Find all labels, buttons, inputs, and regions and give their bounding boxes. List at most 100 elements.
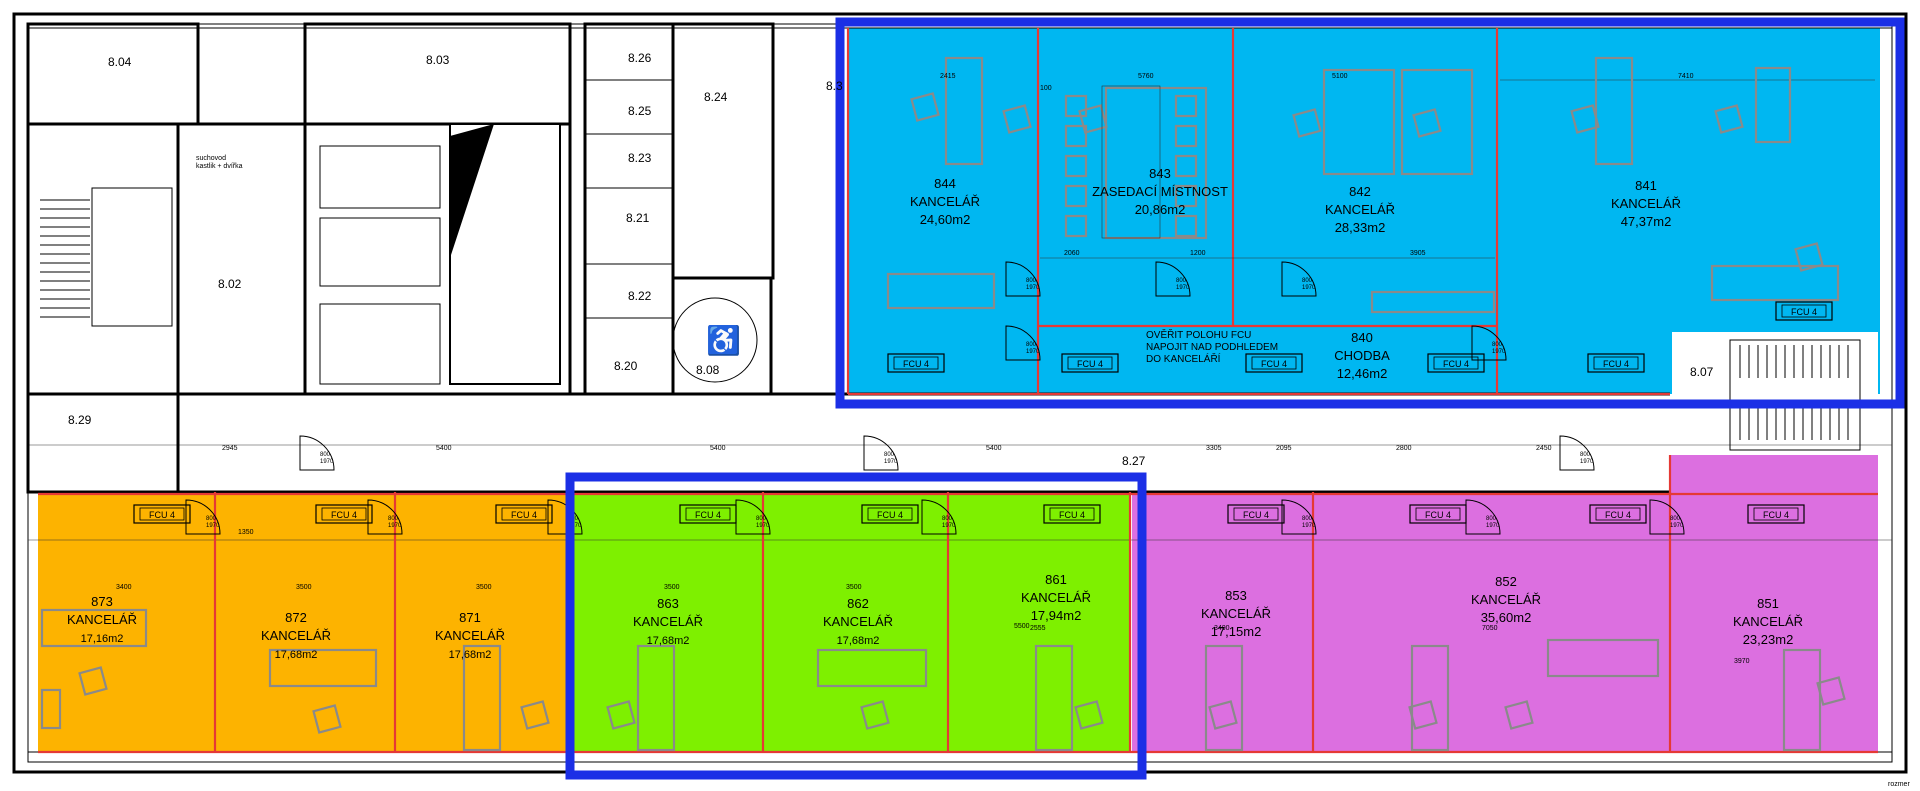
shaft-void [449,123,561,385]
chair [1174,184,1198,208]
core-room-label: 8.29 [68,413,92,427]
chair [520,700,550,730]
core-room-label: 8.3 [826,79,843,93]
core-room-label: 8.23 [628,151,652,165]
zone-orange [38,494,568,752]
room-area: 17,16m2 [81,633,124,645]
room-name: KANCELÁŘ [1021,590,1091,605]
door-label: 1970 [1492,349,1506,355]
room-area: 17,15m2 [1211,624,1262,639]
room-number: 852 [1495,574,1517,589]
door-label: 1970 [1670,523,1684,529]
dimension-label: 3400 [116,584,132,591]
core-room-label: 8.03 [426,53,450,67]
north-partitions [846,28,1875,396]
dimension-label: 3400 [1214,625,1230,632]
room-name: KANCELÁŘ [633,614,703,629]
chair [1714,104,1744,134]
door-label: 800 [756,516,767,522]
desk [1034,644,1074,752]
dimension-label: 3500 [476,584,492,591]
stair-treads [40,199,90,318]
chair [1412,108,1442,138]
room-number: 851 [1757,596,1779,611]
fcu-label: FCU 4 [149,510,175,520]
core-room-label: 8.26 [628,51,652,65]
fcu-unit: FCU 4 [1587,353,1645,373]
dimension-label: 7410 [1678,73,1694,80]
lift-car-1 [319,145,441,209]
door-label: 1970 [1486,523,1500,529]
chair [1292,108,1322,138]
door-label: 800 [1302,278,1313,284]
door-label: 1970 [1302,285,1316,291]
door-label: 1970 [320,459,334,465]
fcu-unit: FCU 4 [1775,301,1833,321]
door-label: 1970 [884,459,898,465]
door-label: 1970 [1026,349,1040,355]
room-name: KANCELÁŘ [1733,614,1803,629]
desk [40,608,148,648]
lift-car-2 [319,217,441,287]
highlight-north-block [835,17,1905,409]
lift-car-3 [319,303,441,385]
core-room-label: 8.24 [704,90,728,104]
dimension-labels: 2945 5400 5400 5400 3305 2095 2800 2450 … [116,73,1750,665]
fcu-label: FCU 4 [903,359,929,369]
desk [268,648,378,688]
fcu-unit: FCU 4 [887,353,945,373]
fcu-unit: FCU 4 [495,504,553,524]
chair [1064,94,1088,118]
door-label: 800 [1176,278,1187,284]
room-labels: 844 KANCELÁŘ 24,60m2 843 ZASEDACÍ MÍSTNO… [67,166,1803,661]
door-label: 800 [206,516,217,522]
fcu-label: FCU 4 [1243,510,1269,520]
door-label: 800 [1580,452,1591,458]
door-label: 800 [1670,516,1681,522]
fcu-note: OVĚŘIT POLOHU FCU NAPOJIT NAD PODHLEDEM … [1146,328,1278,365]
fcu-unit: FCU 4 [1227,504,1285,524]
desk [1594,56,1634,166]
stair-treads-8-07 [1739,345,1849,440]
door-label: 800 [884,452,895,458]
dimension-label: 2415 [940,73,956,80]
core-room-label: 8.27 [1122,454,1146,468]
dimension-label: 2060 [1064,250,1080,257]
core-room-label: 8.08 [696,363,720,377]
desk [40,688,62,730]
dimension-label: 3500 [846,584,862,591]
chair [1064,154,1088,178]
door-label: 1970 [568,523,582,529]
dimension-label: 2555 [1030,625,1046,632]
chair [1570,104,1600,134]
room-area: 17,94m2 [1031,608,1082,623]
wheelchair-icon: ♿ [706,324,741,357]
fcu-label: FCU 4 [695,510,721,520]
core-room-label: 8.04 [108,55,132,69]
door-label: 800 [320,452,331,458]
stair-flight [91,187,173,327]
core-room-label: 8.20 [614,359,638,373]
chair [78,666,108,696]
room-name: KANCELÁŘ [1201,606,1271,621]
dimension-label: 1350 [238,529,254,536]
room-8-24-walls [671,22,775,280]
fcu-note-line: DO KANCELÁŘÍ [1146,352,1221,365]
fcu-unit: FCU 4 [1589,504,1647,524]
room-number: 871 [459,610,481,625]
stair-core-walls [26,122,180,396]
dimension-label: 2800 [1396,445,1412,452]
door-label: 800 [1302,516,1313,522]
room-number: 841 [1635,178,1657,193]
room-area: 23,23m2 [1743,632,1794,647]
fcu-label: FCU 4 [1791,307,1817,317]
